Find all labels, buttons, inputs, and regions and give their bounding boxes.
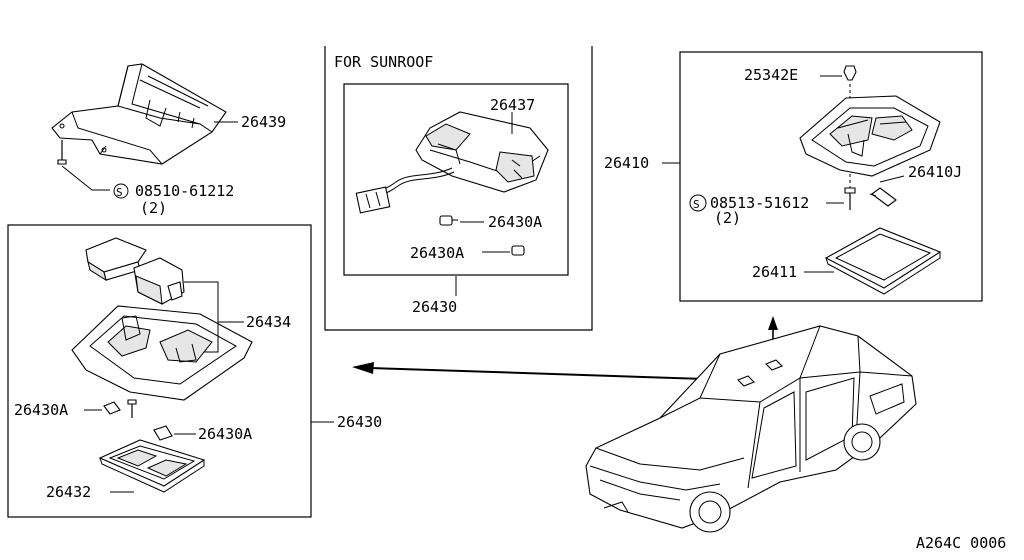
label-26430a-left-upper: 26430A — [14, 401, 68, 419]
label-26434: 26434 — [246, 313, 291, 331]
label-26437: 26437 — [490, 96, 535, 114]
label-25342e: 25342E — [744, 66, 798, 84]
label-26430a-left-lower: 26430A — [198, 425, 252, 443]
map-lamp-drawing — [689, 65, 942, 295]
room-lamp-drawing — [71, 237, 253, 493]
car-drawing — [585, 325, 917, 533]
label-screw-08510-61212: 08510-61212 — [135, 182, 234, 200]
bracket-26439-drawing — [51, 63, 238, 199]
screw-symbol-right: S — [693, 198, 700, 211]
figure-code: A264C 0006 — [916, 534, 1006, 552]
pointer-arrows — [352, 316, 778, 381]
sunroof-lamp-drawing — [355, 111, 549, 296]
left-box-frame — [7, 224, 334, 518]
label-screw-qty-top-left: (2) — [140, 199, 167, 217]
label-screw-qty-right: (2) — [714, 209, 741, 227]
label-26410j: 26410J — [908, 163, 962, 181]
sunroof-heading: FOR SUNROOF — [334, 53, 433, 71]
sunroof-frame — [324, 46, 593, 331]
label-26432: 26432 — [46, 483, 91, 501]
label-26430a-sunroof-lower: 26430A — [410, 244, 464, 262]
label-26410: 26410 — [604, 154, 649, 172]
label-26430-main: 26430 — [337, 413, 382, 431]
label-screw-08513-51612: 08513-51612 — [710, 194, 809, 212]
screw-symbol-top-left: S — [116, 186, 123, 199]
label-26430-sunroof: 26430 — [412, 298, 457, 316]
label-26430a-sunroof-upper: 26430A — [488, 213, 542, 231]
label-26411: 26411 — [752, 263, 797, 281]
right-box-frame — [662, 51, 983, 302]
label-26439: 26439 — [241, 113, 286, 131]
